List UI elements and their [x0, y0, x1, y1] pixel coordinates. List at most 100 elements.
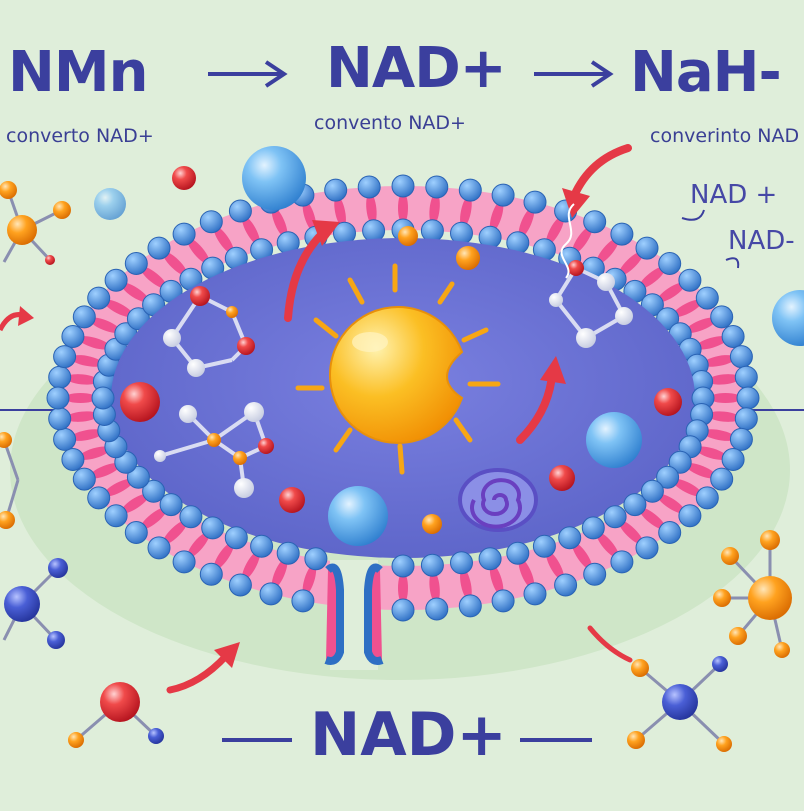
red-sphere — [120, 382, 160, 422]
lipid-head — [392, 599, 414, 621]
lipid-head — [624, 494, 646, 516]
lipid-head — [200, 563, 222, 585]
lipid-head — [636, 237, 658, 259]
lipid-head — [479, 548, 501, 570]
lipid-head — [421, 554, 443, 576]
lipid-head — [492, 184, 514, 206]
lipid-head — [582, 517, 604, 539]
lipid-head — [229, 574, 251, 596]
lipid-head — [173, 223, 195, 245]
lipid-head — [54, 346, 76, 368]
blue-sphere-small — [94, 188, 126, 220]
lipid-head — [260, 583, 282, 605]
lipid-head — [229, 200, 251, 222]
lipid-head — [730, 428, 752, 450]
arrow-nad-to-nah — [534, 62, 610, 86]
lipid-head — [200, 211, 222, 233]
lipid-head — [62, 326, 84, 348]
molecule-outside-top-left — [0, 181, 71, 265]
lipid-head — [148, 237, 170, 259]
lipid-head — [305, 548, 327, 570]
orange-sphere — [456, 246, 480, 270]
lipid-head — [604, 506, 626, 528]
lipid-head — [225, 527, 247, 549]
lipid-head — [49, 366, 71, 388]
lipid-head — [659, 253, 681, 275]
lipid-head — [735, 408, 757, 430]
lipid-head — [459, 179, 481, 201]
lipid-head — [524, 191, 546, 213]
caption-nah: converinto NAD — [650, 125, 799, 147]
orange-sphere — [398, 226, 418, 246]
lipid-head — [88, 487, 110, 509]
lipid-head — [426, 176, 448, 198]
lipid-head — [426, 598, 448, 620]
blue-sphere-edge — [772, 290, 804, 346]
red-sphere — [279, 487, 305, 513]
lipid-head — [180, 506, 202, 528]
side-label-nad-minus: NAD- — [728, 226, 795, 256]
lipid-head — [711, 468, 733, 490]
title-nmn: NMn — [8, 40, 147, 105]
lipid-head — [92, 387, 114, 409]
lipid-head — [679, 269, 701, 291]
lipid-head — [49, 408, 71, 430]
label-bracket — [726, 258, 738, 268]
lipid-head — [292, 590, 314, 612]
lipid-head — [507, 542, 529, 564]
molecule-outside-bottom — [68, 682, 164, 748]
lipid-head — [73, 468, 95, 490]
lipid-head — [555, 574, 577, 596]
red-mark-left — [0, 306, 34, 330]
molecule-outside-bottom-left — [4, 558, 68, 649]
lipid-head — [392, 555, 414, 577]
lipid-head — [125, 253, 147, 275]
lipid-head — [62, 449, 84, 471]
lipid-head — [105, 269, 127, 291]
lipid-head — [696, 487, 718, 509]
orange-sphere — [422, 514, 442, 534]
lipid-head — [88, 287, 110, 309]
red-sphere — [549, 465, 575, 491]
lipid-head — [492, 590, 514, 612]
lipid-head — [459, 595, 481, 617]
lipid-head — [584, 211, 606, 233]
lipid-head — [730, 346, 752, 368]
caption-nmn: converto NAD+ — [6, 125, 154, 147]
lipid-head — [54, 428, 76, 450]
bottom-label-nad: NAD+ — [310, 700, 507, 770]
lipid-head — [277, 542, 299, 564]
lipid-head — [611, 551, 633, 573]
side-label-nad-plus: NAD + — [690, 180, 777, 210]
lipid-head — [73, 306, 95, 328]
lipid-head — [533, 535, 555, 557]
lipid-head — [251, 535, 273, 557]
lipid-head — [202, 517, 224, 539]
lipid-head — [696, 287, 718, 309]
title-nad: NAD+ — [326, 36, 506, 101]
lipid-head — [125, 522, 147, 544]
membrane-channel — [326, 560, 382, 670]
spiral-organelle — [460, 470, 536, 530]
lipid-head — [47, 387, 69, 409]
lipid-head — [524, 583, 546, 605]
lipid-head — [611, 223, 633, 245]
lipid-head — [722, 449, 744, 471]
lipid-head — [325, 179, 347, 201]
lipid-head — [358, 176, 380, 198]
blue-sphere-large — [242, 146, 306, 210]
lipid-head — [148, 537, 170, 559]
lipid-head — [584, 563, 606, 585]
lipid-head — [737, 387, 759, 409]
lipid-head — [173, 551, 195, 573]
blue-sphere — [328, 486, 388, 546]
label-bracket — [682, 210, 704, 220]
blue-sphere — [586, 412, 642, 468]
arrow-nmn-to-nad — [208, 62, 284, 86]
lipid-head — [722, 326, 744, 348]
lipid-head — [392, 175, 414, 197]
lipid-head — [679, 505, 701, 527]
lipid-head — [711, 306, 733, 328]
lipid-head — [105, 505, 127, 527]
